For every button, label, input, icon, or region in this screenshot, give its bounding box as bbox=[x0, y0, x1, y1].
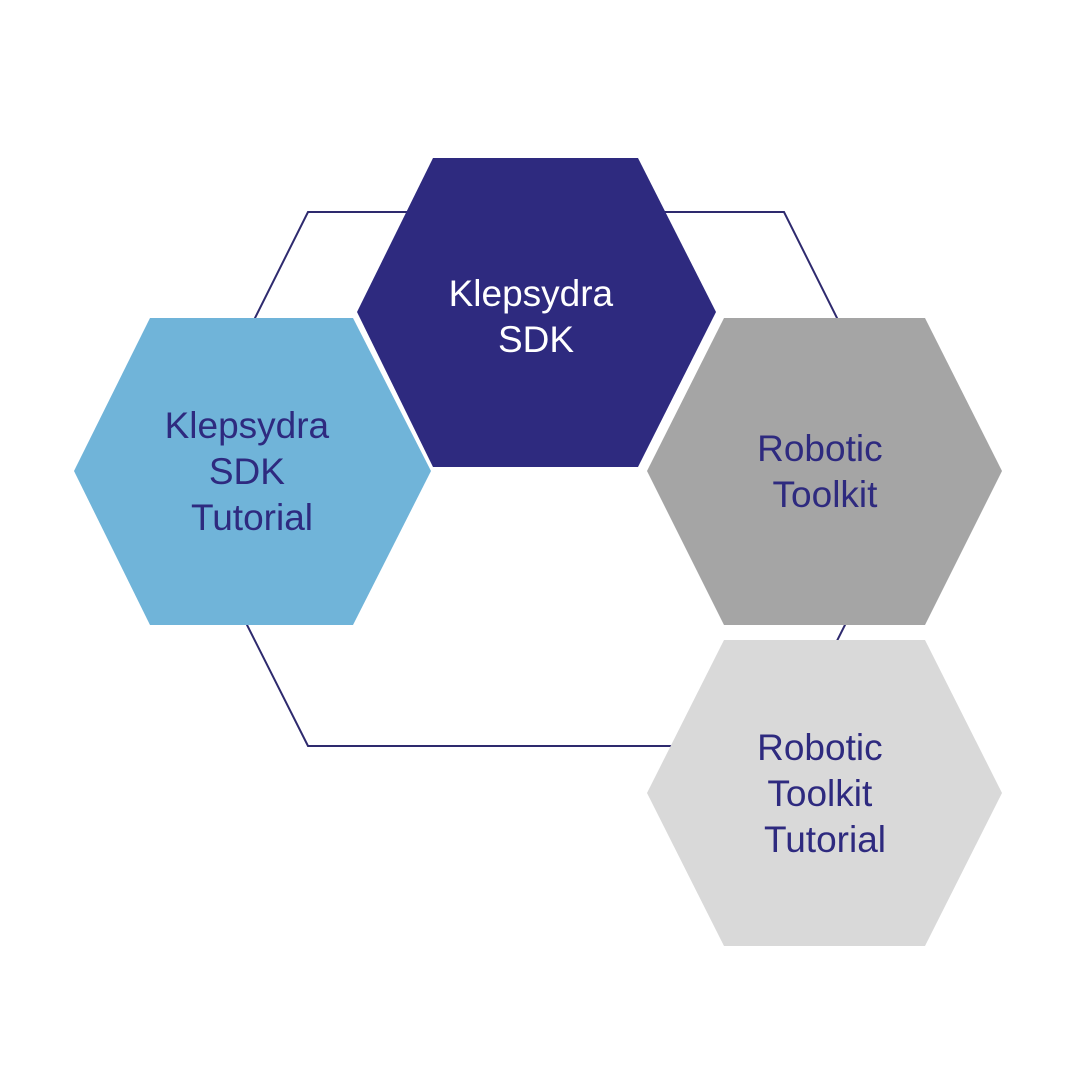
hexagon-label: Klepsydra SDK Tutorial bbox=[165, 405, 340, 538]
hex-node-robotic-toolkit-tutorial: Robotic Toolkit Tutorial bbox=[647, 640, 1002, 946]
label-line: Tutorial bbox=[764, 819, 886, 860]
label-line: Robotic bbox=[757, 727, 882, 768]
label-line: Klepsydra bbox=[449, 273, 614, 314]
label-line: Tutorial bbox=[191, 497, 313, 538]
label-line: SDK bbox=[209, 451, 285, 492]
hex-node-klepsydra-sdk-tutorial: Klepsydra SDK Tutorial bbox=[74, 318, 431, 625]
label-line: Toolkit bbox=[773, 474, 879, 515]
hexagon-label: Klepsydra SDK bbox=[449, 273, 624, 360]
label-line: Toolkit bbox=[767, 773, 873, 814]
hex-node-klepsydra-sdk: Klepsydra SDK bbox=[357, 158, 716, 467]
label-line: SDK bbox=[498, 319, 574, 360]
hexagon-shape bbox=[74, 318, 431, 625]
hexagon-shape bbox=[647, 640, 1002, 946]
hexagon-label: Robotic Toolkit bbox=[757, 428, 893, 515]
hexagon-shape bbox=[357, 158, 716, 467]
hexagon-label: Robotic Toolkit Tutorial bbox=[757, 727, 893, 860]
hex-node-robotic-toolkit: Robotic Toolkit bbox=[647, 318, 1002, 625]
label-line: Robotic bbox=[757, 428, 882, 469]
label-line: Klepsydra bbox=[165, 405, 330, 446]
hexagon-shape bbox=[647, 318, 1002, 625]
